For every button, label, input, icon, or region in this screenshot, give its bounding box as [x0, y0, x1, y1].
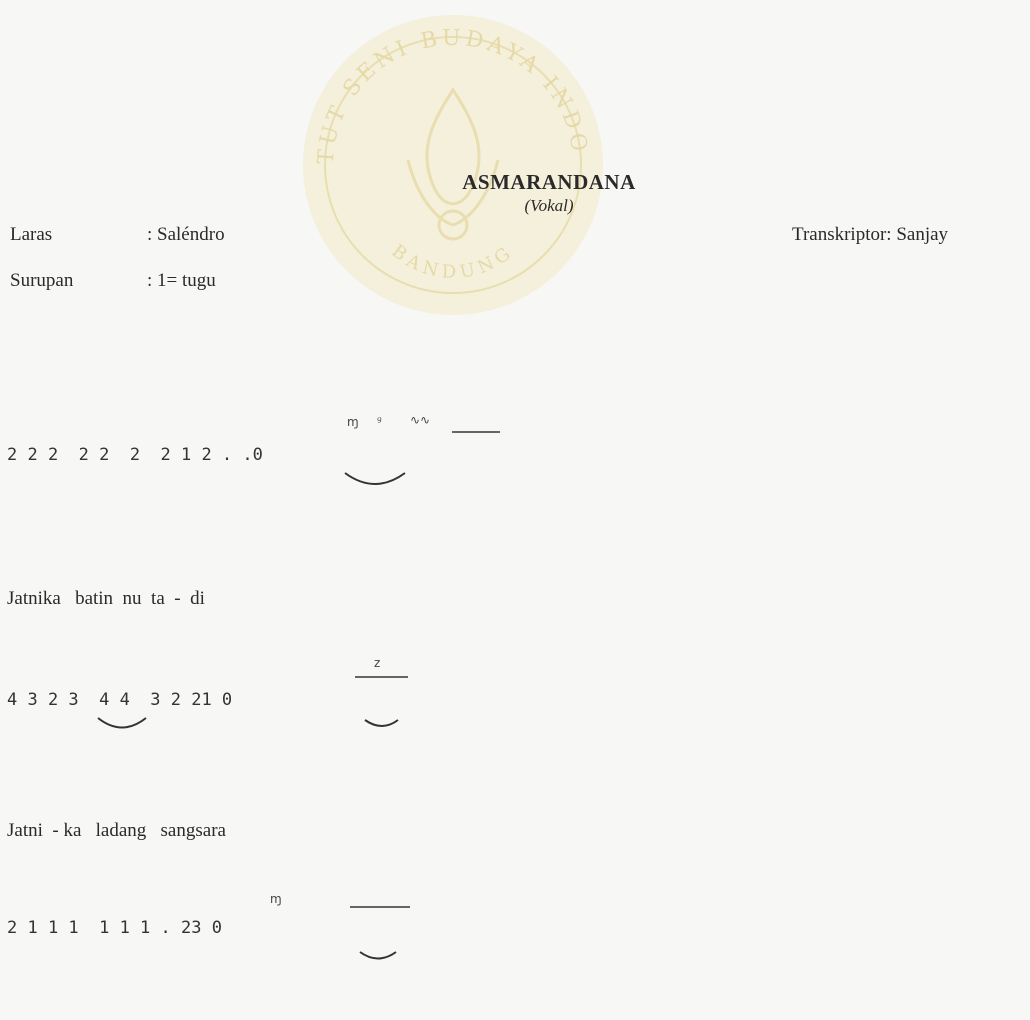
page-subtitle: (Vokal)	[524, 196, 574, 215]
transcriber: Transkriptor: Sanjay	[792, 224, 949, 245]
ornament-glyph: ɱ	[347, 415, 359, 429]
page-title: ASMARANDANA	[462, 170, 636, 194]
lyric-line-1: Jatnika batin nu ta - di	[7, 588, 205, 609]
slur-mark	[97, 717, 147, 729]
surupan-value: : 1= tugu	[147, 270, 216, 291]
slur-mark	[359, 951, 397, 960]
surupan-label: Surupan	[10, 270, 74, 291]
ornament-glyph: ∿∿	[410, 413, 431, 427]
ornament-glyph: z	[374, 656, 381, 670]
watermark-seal: INSTITUT SENI BUDAYA INDONESIA BANDUNG	[293, 10, 603, 315]
slur-mark	[344, 472, 406, 485]
ornament-glyph: ᶢ	[377, 414, 382, 428]
notation-line-1: 2 2 2 2 2 2 2 1 2 . .0	[7, 445, 263, 465]
lyric-line-2: Jatni - ka ladang sangsara	[7, 820, 226, 841]
notation-line-2: 4 3 2 3 4 4 3 2 21 0	[7, 690, 233, 710]
ornament-glyph: ɱ	[270, 892, 282, 906]
slur-mark	[364, 719, 399, 727]
notation-line-3: 2 1 1 1 1 1 1 . 23 0	[7, 918, 222, 938]
laras-label: Laras	[10, 224, 53, 245]
laras-value: : Saléndro	[147, 224, 225, 245]
